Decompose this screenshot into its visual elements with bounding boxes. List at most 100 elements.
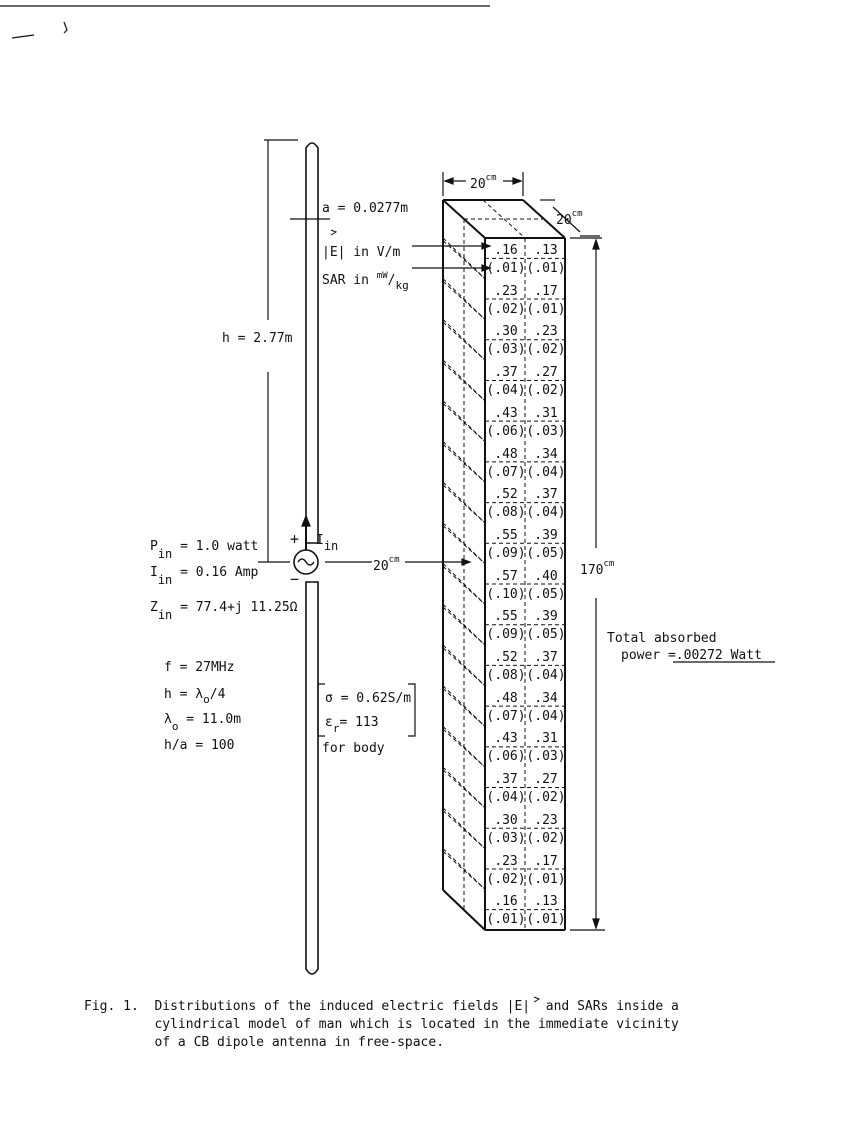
sar-value: (.05) <box>526 545 566 561</box>
field-value: .17 <box>534 283 558 299</box>
side-diagonal <box>442 319 486 361</box>
half-length-label: h = 2.77m <box>222 331 293 346</box>
side-row-line <box>442 688 486 727</box>
sar-value: (.01) <box>526 301 566 317</box>
sar-value: (.01) <box>486 261 526 276</box>
height-label: 170cm <box>580 559 615 578</box>
h-relation: h = λo/4 <box>164 687 226 706</box>
sar-value: (.02) <box>526 342 566 358</box>
side-diagonal <box>442 400 486 442</box>
field-value: .23 <box>534 324 558 340</box>
body-note: for body <box>322 741 385 756</box>
figure-caption: Fig. 1. Distributions of the induced ele… <box>84 999 679 1050</box>
sar-value: (.02) <box>486 871 526 887</box>
scan-mark-2 <box>63 21 68 34</box>
sar-legend: SAR in mW/kg <box>322 271 409 292</box>
sar-value: (.04) <box>526 505 566 521</box>
side-row-line <box>442 769 486 809</box>
field-value: .31 <box>534 731 558 747</box>
sar-value: (.04) <box>486 383 526 399</box>
sar-value: (.09) <box>486 545 526 561</box>
field-value: .55 <box>494 609 518 625</box>
field-value: .23 <box>494 853 518 869</box>
field-value: .37 <box>534 487 558 503</box>
bracket-right <box>408 683 416 737</box>
height-dimension <box>570 237 605 931</box>
sar-value: (.01) <box>486 912 526 928</box>
field-value: .52 <box>494 487 518 503</box>
side-diagonal <box>442 603 486 646</box>
side-row-line <box>442 281 486 320</box>
side-diagonal <box>442 359 486 402</box>
field-value: .16 <box>494 243 518 258</box>
sar-value: (.09) <box>486 627 526 643</box>
radius-label: a = 0.0277m <box>322 201 409 216</box>
sar-value: (.04) <box>526 464 566 480</box>
depth-dimension <box>540 199 600 237</box>
side-row-line <box>442 647 486 687</box>
side-diagonal <box>442 726 486 768</box>
field-value: .17 <box>534 853 558 869</box>
side-row-line <box>442 525 486 565</box>
field-value: .23 <box>494 283 518 299</box>
field-value: .57 <box>494 568 518 584</box>
front-face-lines <box>485 257 565 911</box>
side-row-line <box>442 240 486 280</box>
field-value: .39 <box>534 527 558 543</box>
sar-value: (.04) <box>526 708 566 724</box>
current-label: Iin <box>316 533 339 553</box>
side-face-lines <box>442 237 486 931</box>
sar-value: (.08) <box>486 668 526 684</box>
side-diagonal <box>442 441 486 483</box>
sar-value: (.03) <box>526 749 566 765</box>
side-diagonal <box>442 481 486 524</box>
sar-value: (.07) <box>486 708 526 724</box>
side-row-line <box>442 810 486 849</box>
side-diagonal <box>442 522 486 565</box>
field-value: .52 <box>494 650 518 666</box>
side-diagonal <box>442 766 486 809</box>
plus-sign: + <box>290 530 300 548</box>
sar-value: (.05) <box>526 627 566 643</box>
sar-value: (.08) <box>486 505 526 521</box>
field-value: .23 <box>534 812 558 828</box>
sar-value: (.01) <box>526 261 566 276</box>
sar-value: (.01) <box>526 912 566 928</box>
frequency: f = 27MHz <box>164 660 235 675</box>
minus-sign: − <box>290 570 300 588</box>
side-diagonal <box>442 888 486 931</box>
sar-value: (.03) <box>486 342 526 358</box>
side-diagonal <box>442 563 486 605</box>
depth-label: 20cm <box>556 209 583 228</box>
field-value: .43 <box>494 405 518 421</box>
side-diagonal <box>442 848 486 890</box>
field-value: .31 <box>534 405 558 421</box>
field-value: .16 <box>494 894 518 910</box>
side-diagonal <box>442 237 486 280</box>
input-power: Pin = 1.0 watt <box>150 539 259 561</box>
side-diagonal <box>442 644 486 687</box>
permittivity: εr= 113 <box>325 715 379 735</box>
field-value: .30 <box>494 812 518 828</box>
width-dimension <box>442 172 524 196</box>
side-row-line <box>442 484 486 524</box>
sar-value: (.07) <box>486 464 526 480</box>
bracket-left <box>317 683 325 737</box>
field-value: .43 <box>494 731 518 747</box>
side-diagonal <box>442 807 486 849</box>
sar-value: (.06) <box>486 423 526 439</box>
sar-value: (.02) <box>486 301 526 317</box>
side-diagonal <box>442 685 486 727</box>
field-value: .27 <box>534 772 558 788</box>
field-value: .48 <box>494 690 518 706</box>
input-impedance: Zin = 77.4+j 11.25Ω <box>150 600 298 622</box>
field-value: .34 <box>534 690 558 706</box>
side-row-line <box>442 321 486 361</box>
sar-value: (.03) <box>526 423 566 439</box>
side-row-line <box>442 443 486 483</box>
sar-value: (.02) <box>526 383 566 399</box>
field-value: .37 <box>534 650 558 666</box>
field-value: .13 <box>534 243 558 258</box>
field-legend: |E| in V/m <box>322 245 401 260</box>
